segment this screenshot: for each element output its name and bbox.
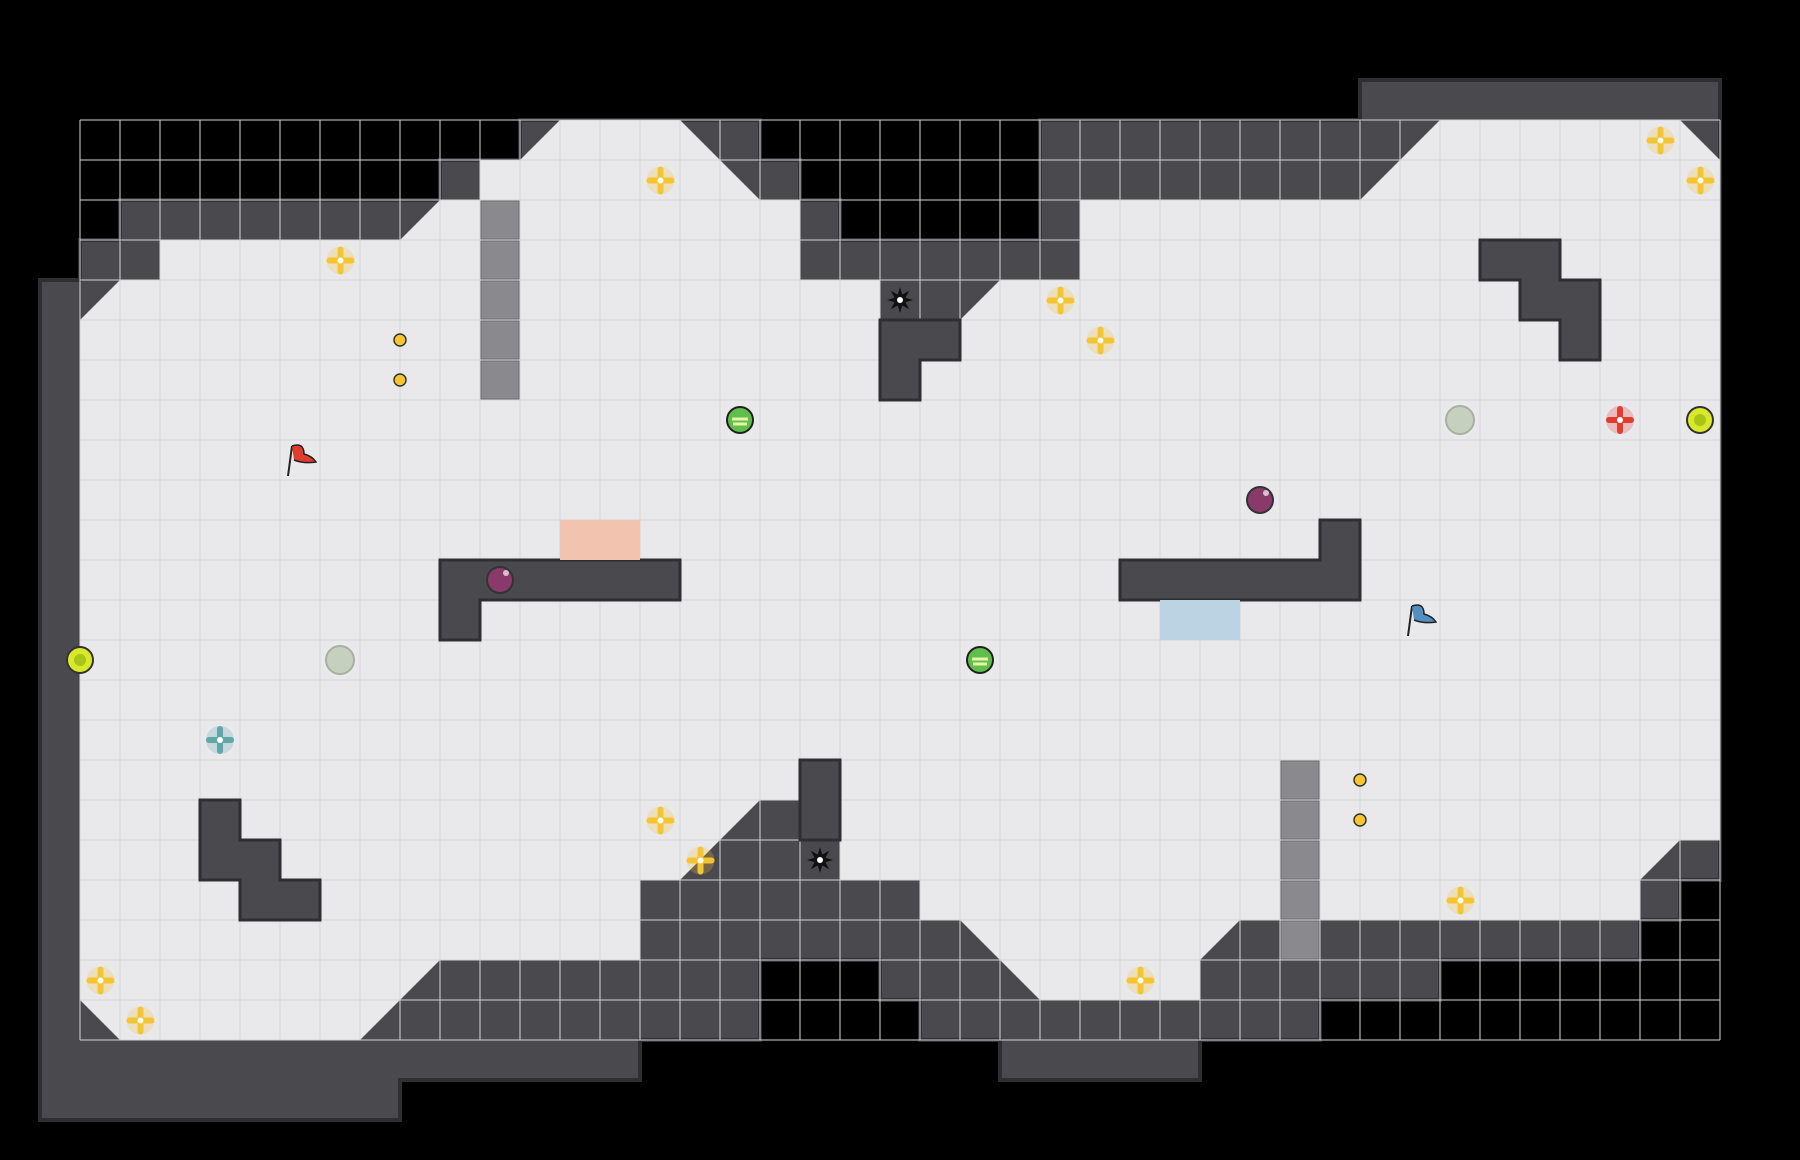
spike-icon — [807, 847, 833, 873]
powerup-icon — [66, 646, 94, 674]
gate-tile — [480, 240, 520, 280]
boost-pad — [646, 166, 675, 195]
blue-team-tile — [1160, 600, 1200, 640]
spike-icon — [887, 287, 913, 313]
boost-pad — [126, 1006, 155, 1035]
button-dot — [393, 373, 407, 387]
inner-wall — [1118, 518, 1362, 602]
boost-pad — [646, 806, 675, 835]
button-dot — [1353, 813, 1367, 827]
boost-pad — [1126, 966, 1155, 995]
gate-tile — [1280, 840, 1320, 880]
gate-tile — [1280, 800, 1320, 840]
blue-flag-icon — [1407, 604, 1438, 637]
gate-tile — [1280, 760, 1320, 800]
gate-tile — [480, 280, 520, 320]
boost-pad — [686, 846, 715, 875]
powerup-icon — [1686, 406, 1714, 434]
inner-wall — [1478, 238, 1602, 362]
portal-icon — [726, 406, 754, 434]
bomb-icon — [486, 566, 514, 594]
red-team-tile — [600, 520, 640, 560]
boost-pad — [1686, 166, 1715, 195]
blue-team-tile — [1200, 600, 1240, 640]
button-dot — [393, 333, 407, 347]
gate-tile — [1280, 880, 1320, 920]
inactive-powerup — [1445, 405, 1475, 435]
boost-pad — [86, 966, 115, 995]
gate-tile — [480, 360, 520, 400]
gate-tile — [1280, 920, 1320, 960]
blue-boost-icon — [206, 726, 234, 754]
boost-pad — [1046, 286, 1075, 315]
boost-pad — [326, 246, 355, 275]
boost-pad — [1646, 126, 1675, 155]
gate-tile — [480, 320, 520, 360]
red-flag-icon — [287, 444, 318, 477]
bomb-icon — [1246, 486, 1274, 514]
red-team-tile — [560, 520, 600, 560]
inner-wall — [798, 758, 842, 842]
portal-icon — [966, 646, 994, 674]
inactive-powerup — [325, 645, 355, 675]
gate-tile — [480, 200, 520, 240]
button-dot — [1353, 773, 1367, 787]
inner-wall — [198, 798, 322, 922]
boost-pad — [1446, 886, 1475, 915]
red-boost-icon — [1606, 406, 1634, 434]
inner-wall — [878, 318, 962, 402]
boost-pad — [1086, 326, 1115, 355]
